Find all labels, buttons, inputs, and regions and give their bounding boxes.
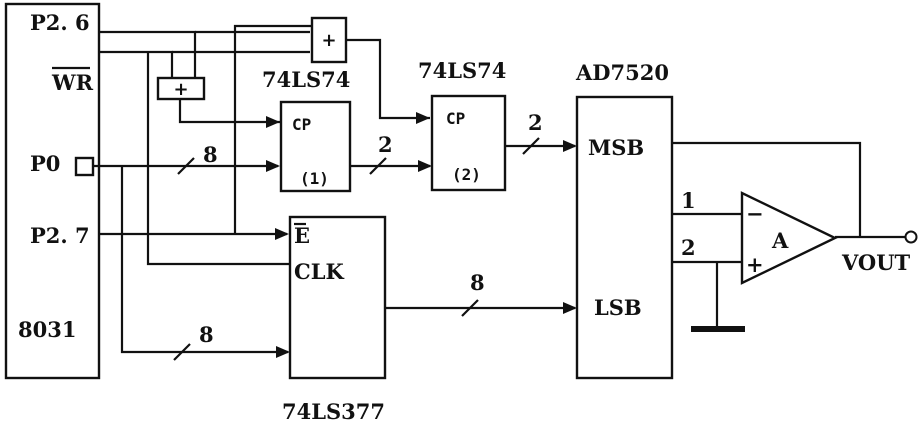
- wire-or2-out: [346, 38, 430, 120]
- wire-p0-to-latch: [120, 166, 288, 354]
- bus-width-ff2: 2: [528, 110, 543, 135]
- dac-msb-label: MSB: [588, 135, 644, 160]
- dac-part-label: AD7520: [575, 60, 669, 85]
- dac-lsb-label: LSB: [594, 295, 642, 320]
- bus-width-latch-in: 8: [199, 322, 214, 347]
- or-gate-2-symbol: +: [321, 30, 336, 51]
- op-amp-name: A: [771, 228, 789, 253]
- wire-or1-out: [178, 99, 280, 124]
- pin-wr-label: WR: [51, 70, 94, 95]
- wire-wr-to-clk: [146, 52, 290, 266]
- mcu-name-label: 8031: [18, 317, 76, 342]
- output-terminal-icon: [904, 230, 918, 244]
- or-gate-1-symbol: +: [173, 79, 188, 100]
- arrowheads: [266, 112, 577, 358]
- wire-p27-to-or2: [233, 24, 312, 234]
- ff1-part-label: 74LS74: [262, 67, 350, 92]
- latch-part-label: 74LS377: [282, 399, 385, 424]
- op-amp-plus: +: [746, 252, 764, 277]
- or-gate-1: [156, 76, 206, 101]
- op-amp-triangle: [740, 191, 838, 285]
- ff1-index-label: (1): [300, 169, 329, 188]
- ff2-part-label: 74LS74: [418, 58, 506, 83]
- wire-wr: [99, 50, 174, 78]
- vout-label: VOUT: [841, 250, 911, 275]
- latch-74ls377-block: [288, 215, 387, 380]
- ff2-cp-label: CP: [446, 109, 465, 128]
- latch-enable-label: E: [294, 223, 310, 248]
- flipflop-2-block: [430, 94, 507, 192]
- or-gate-2: [310, 16, 348, 64]
- ff2-index-label: (2): [452, 165, 481, 184]
- mcu-8031-block: [4, 2, 101, 380]
- op-amp-pin1-label: 1: [681, 188, 696, 213]
- bus-width-ff1: 2: [378, 132, 393, 157]
- wires: [93, 24, 918, 361]
- flipflop-1-block: [279, 100, 352, 193]
- pin-p26-label: P2. 6: [30, 10, 90, 35]
- bus-width-latch-out: 8: [470, 270, 485, 295]
- pin-p27-label: P2. 7: [30, 223, 90, 248]
- wire-feedback: [672, 141, 862, 237]
- op-amp-pin2-label: 2: [681, 235, 696, 260]
- latch-clk-label: CLK: [294, 259, 344, 284]
- ff1-cp-label: CP: [292, 115, 311, 134]
- dac-ad7520-block: [575, 95, 674, 380]
- op-amp-minus: −: [746, 201, 764, 226]
- p0-port-icon: [74, 156, 95, 177]
- pin-p0-label: P0: [30, 151, 60, 176]
- bus-width-p0: 8: [203, 142, 218, 167]
